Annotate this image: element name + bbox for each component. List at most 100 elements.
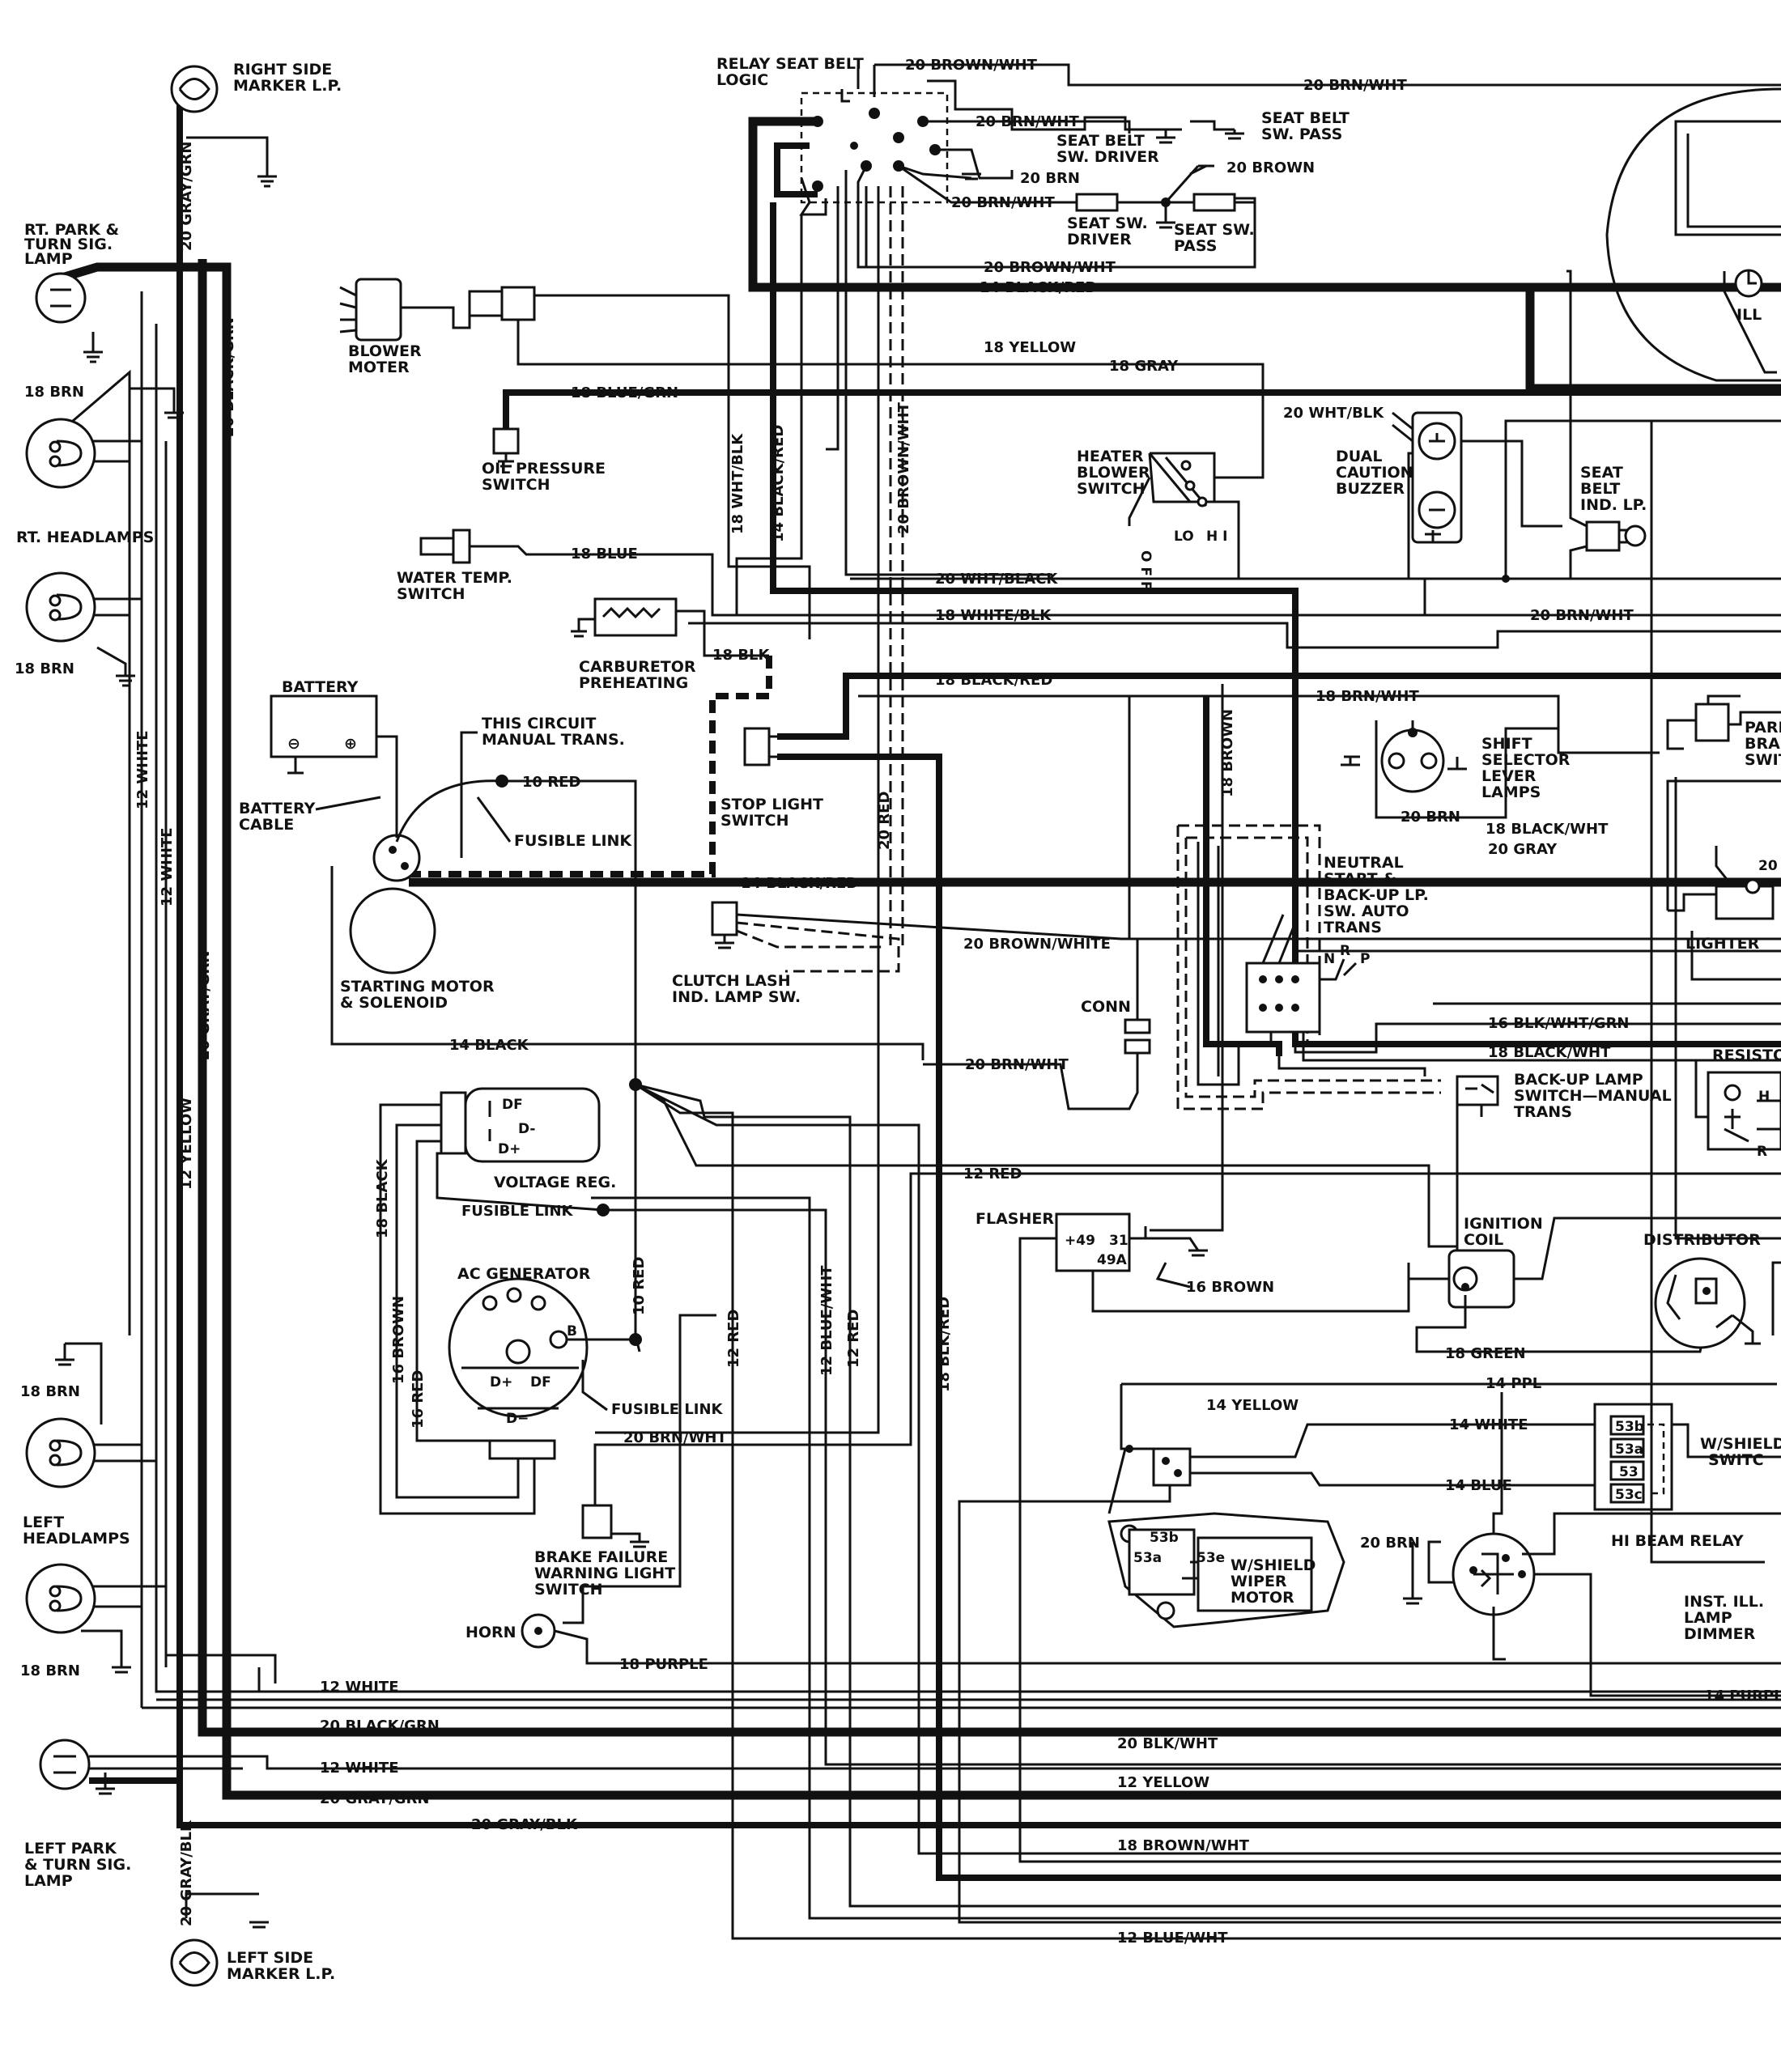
wire-20-brown-wht-seat2: 20 BROWN/WHT — [984, 259, 1116, 276]
stop-light-switch — [743, 673, 1781, 1881]
label-brake-1: BRAKE FAILURE — [534, 1548, 668, 1566]
lighter-20: 20 — [1758, 858, 1778, 874]
seat-belt-switches — [962, 116, 1255, 229]
resistor-r: R — [1757, 1144, 1767, 1160]
label-inst-ill-1: INST. ILL. — [1684, 1593, 1764, 1611]
label-backup-2: SWITCH—MANUAL — [1514, 1087, 1672, 1105]
wire-20-brn-shift: 20 BRN — [1401, 809, 1460, 826]
label-wiper-2: WIPER — [1231, 1573, 1287, 1590]
wire-16-brown-v: 16 BROWN — [390, 1296, 407, 1384]
label-left-park-2: & TURN SIG. — [24, 1856, 131, 1874]
label-clutch-1: CLUTCH LASH — [672, 972, 791, 990]
wshield-wiper-motor — [1107, 1512, 1345, 1628]
label-stop-1: STOP LIGHT — [720, 796, 823, 813]
distributor — [1654, 1257, 1781, 1349]
vreg-d-plus: D+ — [498, 1141, 521, 1157]
label-seat-ind-3: IND. LP. — [1580, 496, 1647, 514]
label-inst-ill-3: DIMMER — [1684, 1625, 1756, 1643]
label-battery-cable-1: BATTERY — [239, 800, 316, 817]
gen-df: DF — [530, 1374, 551, 1391]
label-lighter: LIGHTER — [1685, 935, 1760, 953]
label-shift-1: SHIFT — [1481, 735, 1532, 753]
wire-20-brown-seat: 20 BROWN — [1226, 159, 1315, 176]
center-bundle — [595, 170, 1781, 1434]
label-rt-park-3: LAMP — [24, 250, 73, 268]
rt-headlamp-2 — [25, 571, 96, 643]
relay-seat-belt-logic — [748, 63, 1781, 393]
vreg-df: DF — [502, 1097, 523, 1113]
label-wshield-sw-1: W/SHIELD — [1700, 1435, 1781, 1453]
label-sb-pass-1: SEAT BELT — [1261, 109, 1350, 127]
battery-minus: ⊖ — [287, 735, 300, 753]
junctions — [495, 142, 1510, 1453]
label-left-side-marker-2: MARKER L.P. — [227, 1965, 335, 1983]
wire-20-brn-wht-horn: 20 BRN/WHT — [623, 1429, 727, 1446]
seat-belt-ind-lamp — [1566, 270, 1647, 579]
heater-off: O F F — [1137, 550, 1154, 591]
wire-18-blue: 18 BLUE — [571, 546, 638, 563]
wire-20-brn-wht-conn: 20 BRN/WHT — [965, 1056, 1069, 1073]
left-park-turn-lamp — [39, 1739, 91, 1790]
label-battery-cable-2: CABLE — [239, 816, 294, 834]
wire-fusible-link-vreg: FUSIBLE LINK — [461, 1203, 574, 1220]
label-ignition-1: IGNITION — [1464, 1215, 1543, 1233]
label-seat-ind-1: SEAT — [1580, 464, 1623, 482]
wire-12-red-h: 12 RED — [963, 1166, 1022, 1182]
wire-20-wht-blk-top: 20 WHT/BLK — [1283, 405, 1384, 422]
wire-20-brn: 20 BRN — [1020, 170, 1080, 187]
label-carb-2: PREHEATING — [579, 674, 688, 692]
label-seat-pass-2: PASS — [1174, 237, 1217, 255]
label-wiper-1: W/SHIELD — [1231, 1556, 1316, 1574]
label-heater-1: HEATER — [1077, 448, 1144, 465]
label-battery: BATTERY — [282, 678, 359, 696]
wshield-switch — [1593, 1403, 1781, 1511]
wire-18-brn-2: 18 BRN — [15, 660, 74, 677]
wire-fusible-link-gen: FUSIBLE LINK — [611, 1401, 724, 1418]
nrp-p: P — [1360, 951, 1370, 967]
lighter — [1666, 779, 1781, 981]
wire-14-black-red-top: 14 BLACK/RED — [980, 279, 1097, 296]
wire-20-red-v: 20 RED — [876, 792, 893, 850]
wire-20-brown-wht-v: 20 BROWN/WHT — [895, 401, 912, 534]
wire-18-gray: 18 GRAY — [1109, 358, 1179, 375]
label-seat-driver-1: SEAT SW. — [1067, 214, 1148, 232]
label-blower-2: MOTER — [348, 359, 410, 376]
wire-18-blk: 18 BLK — [712, 647, 771, 664]
wire-14-black-red-start: 14 BLACK/RED — [741, 875, 858, 892]
label-backup-3: TRANS — [1514, 1103, 1572, 1121]
wire-20-gray-blk-h: 20 GRAY/BLK — [471, 1816, 578, 1833]
label-brake-3: SWITCH — [534, 1581, 603, 1599]
wire-20-brn-wht-seat: 20 BRN/WHT — [951, 194, 1055, 211]
motor-53a: 53a — [1133, 1550, 1162, 1566]
label-sb-driver-2: SW. DRIVER — [1056, 148, 1159, 166]
wire-20-brown-wht-top: 20 BROWN/WHT — [905, 57, 1038, 74]
label-seat-ind-2: BELT — [1580, 480, 1620, 498]
wire-16-red-v: 16 RED — [410, 1370, 427, 1429]
wire-18-yellow: 18 YELLOW — [984, 339, 1076, 356]
label-water-2: SWITCH — [397, 585, 465, 603]
label-carb-1: CARBURETOR — [579, 658, 696, 676]
neutral-start-switch: N R P — [1245, 914, 1781, 1062]
label-water-1: WATER TEMP. — [397, 569, 512, 587]
label-rt-park-1: RT. PARK & — [24, 221, 119, 239]
dual-caution-buzzer — [1392, 411, 1562, 579]
wire-20-brn-wht-sb: 20 BRN/WHT — [976, 113, 1079, 130]
wire-20-blk-wht: 20 BLK/WHT — [1117, 1735, 1218, 1752]
wire-20-black-grn-v: 20 BLACK/GRN — [220, 317, 237, 437]
wire-18-wht-blk-v: 18 WHT/BLK — [729, 433, 746, 534]
label-left-side-marker-1: LEFT SIDE — [227, 1949, 313, 1967]
label-rt-park-2: TURN SIG. — [24, 236, 113, 253]
vreg-d-minus: D- — [518, 1121, 535, 1137]
heater-blower-switch — [1052, 364, 1265, 580]
wire-10-red-v: 10 RED — [631, 1257, 648, 1315]
hi-beam-relay — [1403, 1392, 1781, 1697]
conn-connector — [923, 939, 1151, 1110]
gen-d-minus: D− — [506, 1411, 529, 1427]
label-starting-2: & SOLENOID — [340, 994, 448, 1012]
flasher-49a: 49A — [1097, 1252, 1128, 1268]
label-left-park-3: LAMP — [24, 1872, 73, 1890]
label-neutral-1: NEUTRAL — [1324, 854, 1404, 872]
left-side-marker-lamp — [170, 1938, 219, 1987]
wire-14-ppl: 14 PPL — [1486, 1375, 1541, 1392]
ac-generator: B D+ DF D− — [448, 1078, 1781, 1940]
